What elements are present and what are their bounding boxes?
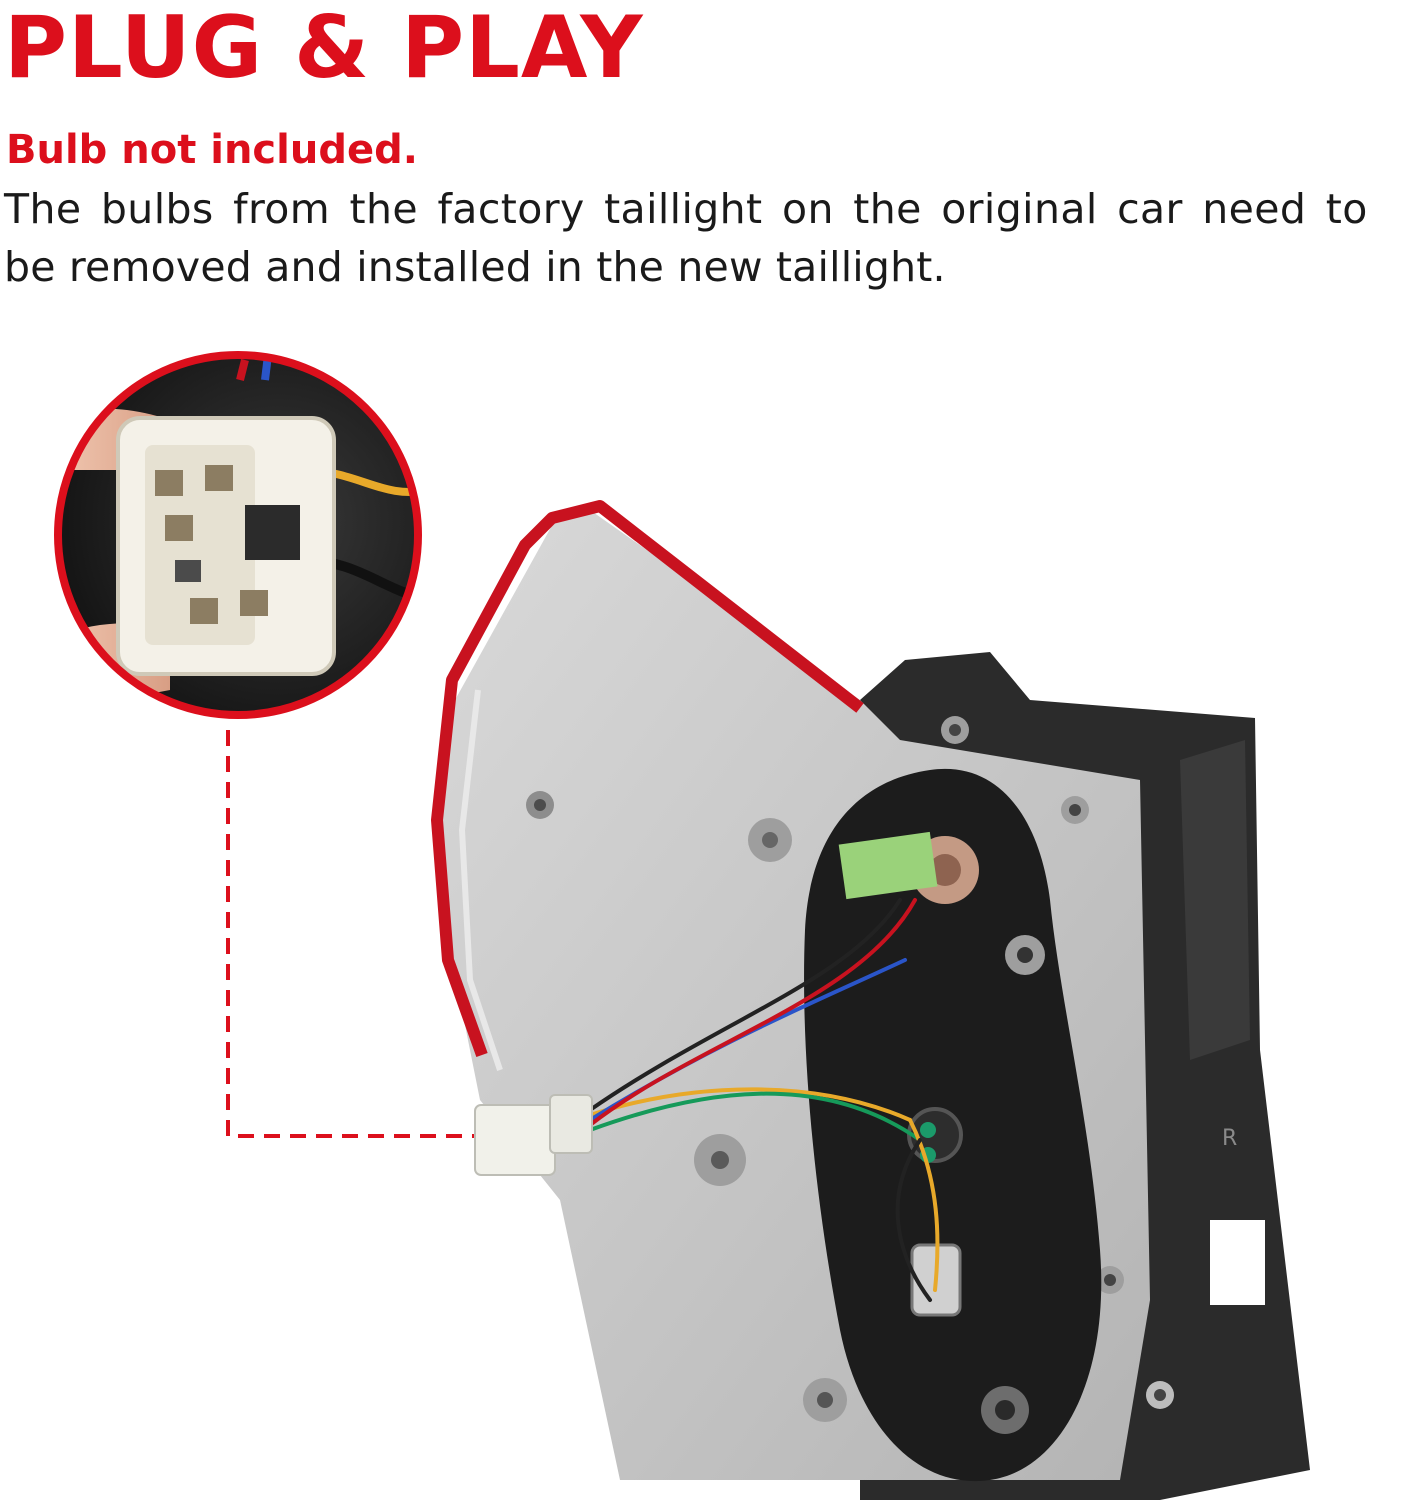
install-description: The bulbs from the factory taillight on …	[4, 180, 1422, 296]
bulb-sockets	[907, 836, 1045, 1434]
green-label	[838, 831, 938, 900]
description-line-2: be removed and installed in the new tail…	[4, 243, 946, 291]
wiring-harness	[588, 898, 940, 1302]
leader-line	[226, 730, 480, 1138]
housing-screws	[526, 716, 1174, 1422]
description-line-1: The bulbs from the factory taillight on …	[4, 185, 1368, 233]
zoom-inset	[58, 355, 418, 715]
bulb-notice: Bulb not included.	[6, 127, 418, 173]
headline: PLUG & PLAY	[4, 0, 644, 98]
red-lens-edge	[431, 500, 864, 1058]
housing-mark: R	[1222, 1126, 1237, 1151]
wire-connector	[474, 1094, 593, 1176]
zoom-inset-border	[54, 351, 422, 719]
